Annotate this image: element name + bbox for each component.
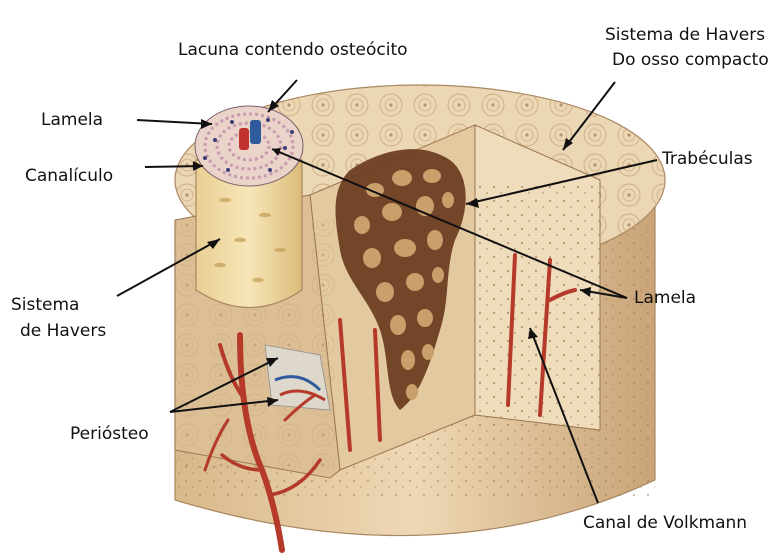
leader-lamela-top (137, 120, 212, 124)
label-canal-volkmann: Canal de Volkmann (583, 512, 747, 535)
label-sistema-havers-line2: de Havers (20, 320, 106, 343)
label-canaliculo: Canalículo (25, 165, 113, 188)
label-lamela-top: Lamela (41, 109, 103, 132)
osteon-cylinder (195, 106, 303, 308)
label-sistema-havers-line1: Sistema (11, 294, 79, 317)
label-lacuna: Lacuna contendo osteócito (178, 39, 408, 62)
label-periosteo: Periósteo (70, 423, 149, 446)
label-trabeculas: Trabéculas (662, 148, 753, 171)
label-lamela-right: Lamela (634, 287, 696, 310)
spongy-bone-section (310, 125, 600, 470)
label-havers-compacto-line2: Do osso compacto (612, 49, 769, 72)
label-havers-compacto-line1: Sistema de Havers (605, 24, 765, 47)
